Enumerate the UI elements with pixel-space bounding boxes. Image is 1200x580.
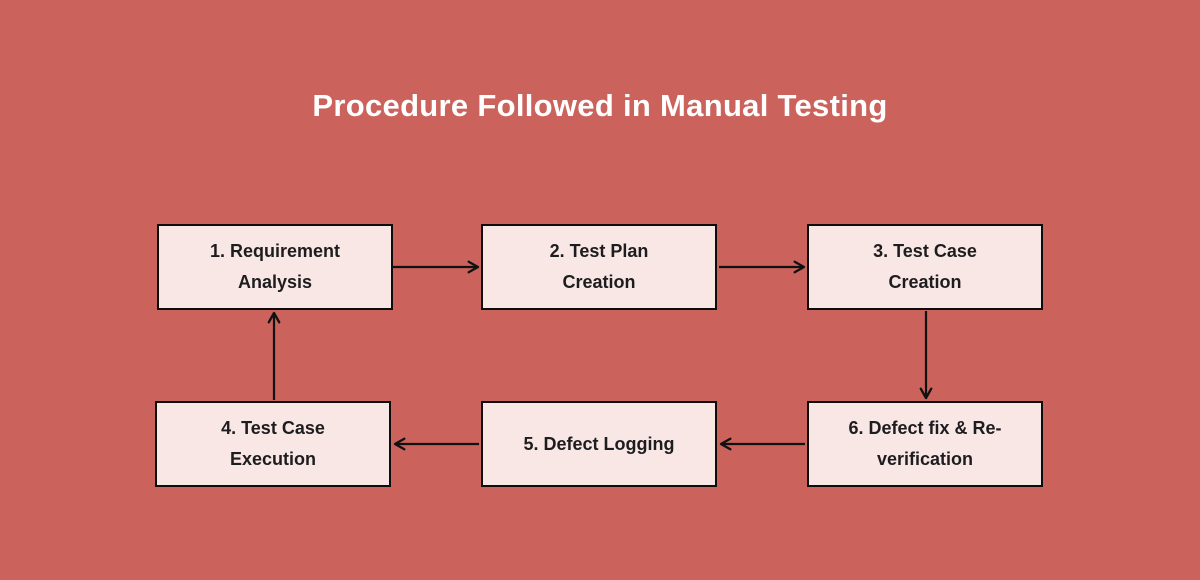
node-label-line: 5. Defect Logging — [523, 433, 675, 454]
node-test-case-execution: 4. Test Case Execution — [155, 401, 391, 487]
node-label-line: 6. Defect fix & Re- — [848, 418, 1002, 438]
node-label-line: 4. Test Case — [221, 418, 325, 438]
node-test-case-creation: 3. Test Case Creation — [807, 224, 1043, 310]
node-label-line: 3. Test Case — [873, 241, 977, 261]
node-label-line: Creation — [888, 272, 962, 292]
node-label-line: Creation — [562, 272, 636, 292]
node-label-line: verification — [876, 449, 974, 469]
node-defect-fix-reverification: 6. Defect fix & Re- verification — [807, 401, 1043, 487]
diagram-title: Procedure Followed in Manual Testing — [312, 88, 888, 123]
node-label-line: 1. Requirement — [209, 241, 341, 261]
node-defect-logging: 5. Defect Logging — [481, 401, 717, 487]
node-test-plan-creation: 2. Test Plan Creation — [481, 224, 717, 310]
node-label-line: Analysis — [237, 272, 313, 292]
node-requirement-analysis: 1. Requirement Analysis — [157, 224, 393, 310]
node-label-line: 2. Test Plan — [549, 241, 649, 261]
node-label-line: Execution — [229, 449, 317, 469]
